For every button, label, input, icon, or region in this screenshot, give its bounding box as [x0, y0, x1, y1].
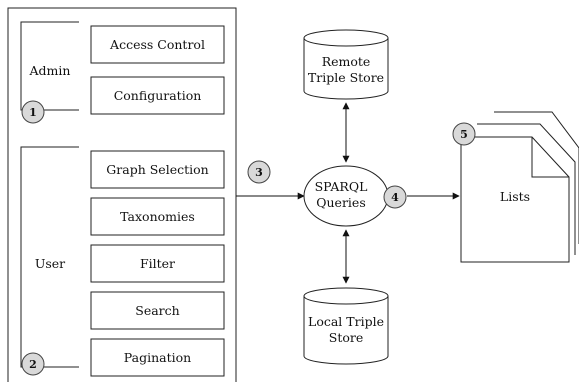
local-store-line-1: Local Triple	[308, 314, 384, 329]
local-triple-store: Local Triple Store	[303, 287, 389, 365]
badge-5-label: 5	[460, 128, 468, 141]
pagination-box	[90, 338, 225, 377]
access-control-box	[90, 25, 225, 64]
badge-3: 3	[247, 160, 271, 184]
filter-label: Filter	[140, 256, 175, 271]
sparql-queries-line-2: Queries	[316, 195, 365, 210]
user-group: User 2 Graph Selection Taxonomies Filter…	[20, 146, 225, 377]
remote-store-line-2: Triple Store	[308, 70, 384, 85]
badge-4-label: 4	[391, 191, 399, 204]
badge-1: 1	[21, 100, 45, 124]
configuration-label: Configuration	[114, 88, 202, 103]
search-label: Search	[135, 303, 179, 318]
pagination-label: Pagination	[124, 350, 191, 365]
badge-3-label: 3	[255, 166, 263, 179]
lists-document-stack: Lists 5	[452, 111, 579, 263]
taxonomies-label: Taxonomies	[120, 209, 195, 224]
lists-label: Lists	[500, 189, 530, 204]
graph-selection-box	[90, 150, 225, 189]
lists-document-front	[460, 136, 570, 263]
admin-group: Admin 1 Access Control Configuration	[20, 21, 225, 124]
admin-group-label: Admin	[29, 63, 71, 78]
remote-triple-store: Remote Triple Store	[303, 29, 389, 100]
badge-2-label: 2	[29, 358, 37, 371]
graph-selection-label: Graph Selection	[106, 162, 208, 177]
badge-5: 5	[452, 122, 476, 146]
local-store-line-2: Store	[329, 330, 364, 345]
badge-2: 2	[21, 352, 45, 376]
sparql-queries-node: SPARQL Queries 4	[303, 165, 407, 227]
badge-1-label: 1	[29, 106, 37, 119]
sparql-queries-line-1: SPARQL	[315, 179, 368, 194]
remote-store-line-1: Remote	[322, 54, 371, 69]
access-control-label: Access Control	[109, 37, 205, 52]
admin-group-frame	[20, 21, 79, 111]
configuration-box	[90, 76, 225, 115]
search-box	[90, 291, 225, 330]
user-group-frame	[20, 146, 79, 368]
taxonomies-box	[90, 197, 225, 236]
filter-box	[90, 244, 225, 283]
badge-4: 4	[383, 185, 407, 209]
user-group-label: User	[35, 256, 65, 271]
application-frame	[7, 7, 237, 382]
